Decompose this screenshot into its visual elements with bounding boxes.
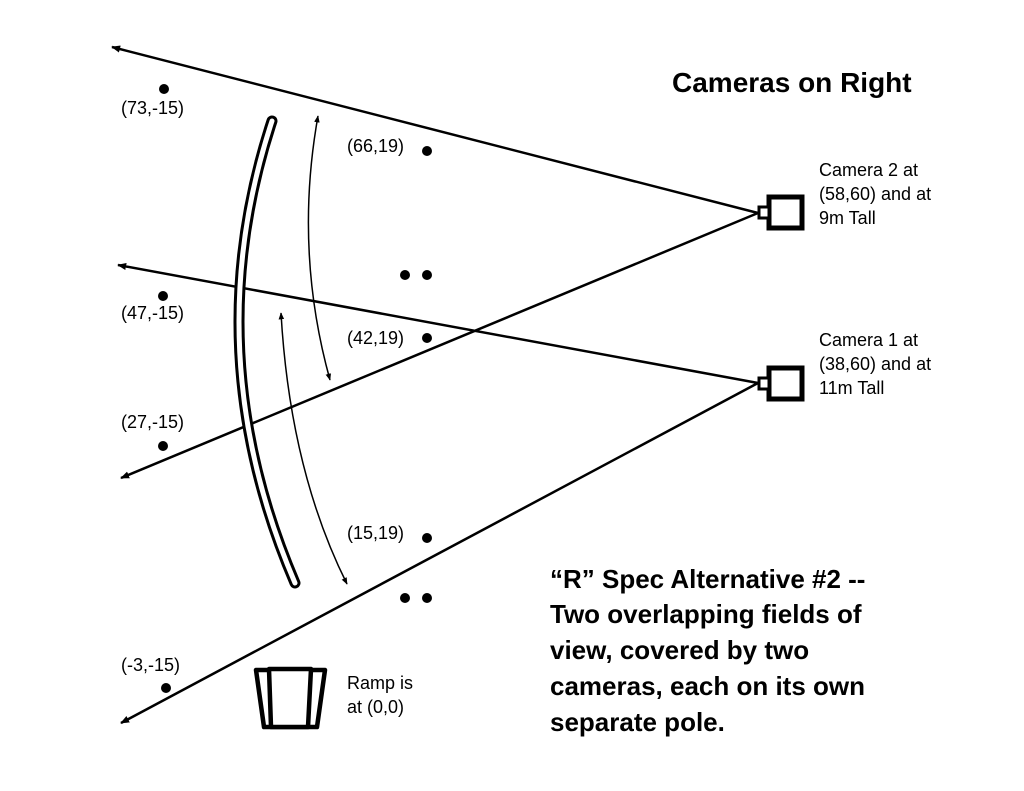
curved-barrier [233,115,301,589]
camera-2-label: Camera 2 at (58,60) and at 9m Tall [819,160,936,228]
camera-1-fov-upper-line [117,262,759,385]
point-label: (15,19) [347,523,404,543]
point-label: (66,19) [347,136,404,156]
description-text: “R” Spec Alternative #2 -- Two overlappi… [550,564,873,737]
camera-1-icon [757,365,805,402]
point-marker [159,84,169,94]
camera-2-icon [757,194,805,231]
ellipsis-dots-lower [400,593,432,603]
coverage-arc-arrow-lower [278,312,348,585]
point-label: (47,-15) [121,303,184,323]
camera-1-fov-lower-line [120,381,759,725]
camera-1-field-of-view [117,262,759,725]
camera-2-fov-lower-line [120,211,759,480]
page-title: Cameras on Right [672,67,912,98]
ramp-icon [253,666,328,730]
point-label: (27,-15) [121,412,184,432]
coverage-arc-arrow-upper [307,115,332,381]
ramp-label: Ramp is at (0,0) [347,673,418,717]
camera-1-label: Camera 1 at (38,60) and at 11m Tall [819,330,936,398]
point-marker [158,441,168,451]
point-marker [422,333,432,343]
point-marker [161,683,171,693]
point-label: (73,-15) [121,98,184,118]
point-label: (42,19) [347,328,404,348]
camera-2-field-of-view [111,45,759,480]
ellipsis-dots-upper [400,270,432,280]
point-marker [422,146,432,156]
point-marker [158,291,168,301]
point-marker [422,533,432,543]
camera-2-fov-upper-line [111,45,759,215]
point-label: (-3,-15) [121,655,180,675]
